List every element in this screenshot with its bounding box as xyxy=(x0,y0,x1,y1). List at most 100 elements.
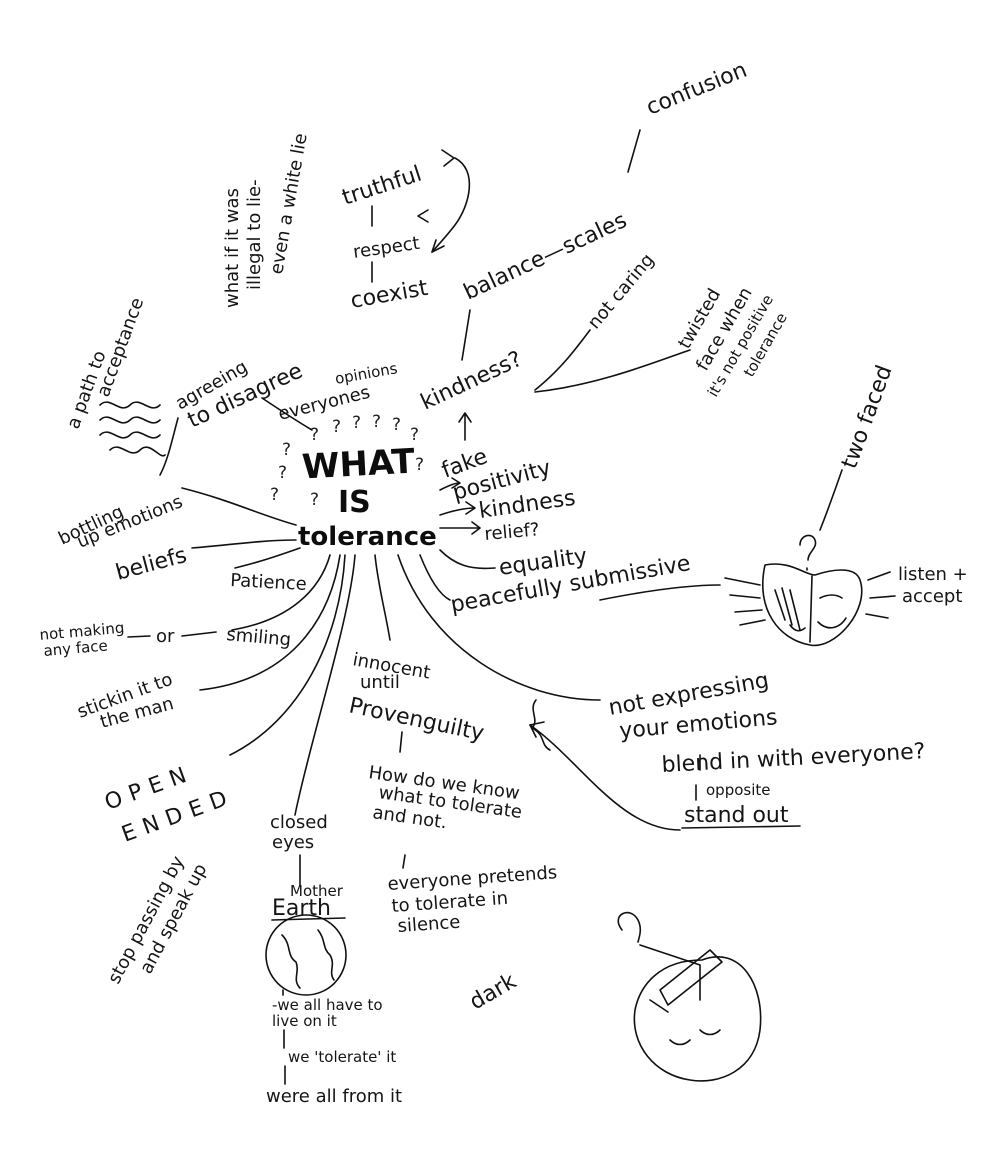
node-opposite: opposite xyxy=(706,781,771,799)
question-mark-icon xyxy=(799,534,817,571)
question-marks: ? ? ? ? ? ? ? ? ? ? ? xyxy=(270,412,424,510)
question-mark: ? xyxy=(392,415,401,435)
node-illegal-lie-3: even a white lie xyxy=(266,132,311,276)
center-title-is: IS xyxy=(338,485,371,520)
mask-eye-right xyxy=(819,594,843,599)
node-dark: dark xyxy=(466,969,521,1015)
arrowhead-coexist xyxy=(431,239,445,253)
question-mark: ? xyxy=(372,412,381,432)
line-bottling xyxy=(181,487,297,526)
line-pretends xyxy=(402,854,406,869)
earth-icon xyxy=(265,914,347,996)
line-open-ended xyxy=(229,554,346,756)
node-relief: relief? xyxy=(484,519,541,545)
mind-map-nodes: confusion truthful respect coexist what … xyxy=(39,58,968,1107)
node-not-caring: not caring xyxy=(584,250,659,333)
hanger-clip xyxy=(649,999,669,1013)
connector-lines xyxy=(99,129,843,1085)
node-balance-scales: balance—scales xyxy=(460,208,631,305)
dashes-or xyxy=(127,631,217,638)
line-equality xyxy=(439,549,496,570)
mask-rays-right xyxy=(865,571,896,619)
arrow-truthful-coexist xyxy=(431,157,471,253)
line-beliefs xyxy=(191,539,297,549)
line-how-do xyxy=(399,731,403,753)
line-submissive xyxy=(419,554,451,601)
mask-icon xyxy=(762,563,863,647)
node-stand-out: stand out xyxy=(684,803,789,828)
arrowhead-respect xyxy=(417,209,429,223)
arrowhead-stand-out xyxy=(529,721,545,738)
question-mark: ? xyxy=(270,485,279,505)
question-mark: ? xyxy=(410,425,419,445)
earth-continent-2 xyxy=(317,929,335,981)
underline-stand-out xyxy=(681,825,801,829)
line-two-faced xyxy=(819,469,843,531)
node-beliefs: beliefs xyxy=(113,543,189,586)
mask-frown xyxy=(789,624,806,632)
line-innocent xyxy=(374,554,391,641)
node-smiling: smiling xyxy=(226,624,292,651)
node-mother: Mother xyxy=(290,882,344,900)
node-illegal-lie-1: what if it was xyxy=(222,188,243,308)
wave-1 xyxy=(99,401,161,409)
node-closed-eyes-1: closed xyxy=(270,812,328,833)
face-eye-left xyxy=(669,1039,691,1046)
mask-rays-left xyxy=(724,577,766,626)
node-we-tolerate: we 'tolerate' it xyxy=(288,1048,396,1066)
node-closed-eyes-2: eyes xyxy=(272,832,314,853)
central-topic: WHAT IS tolerance xyxy=(298,442,437,552)
arrow-kindness xyxy=(439,501,476,516)
arrow-relief xyxy=(439,521,481,535)
node-patience: Patience xyxy=(230,570,308,595)
hanger-bar xyxy=(639,944,701,1001)
question-mark: ? xyxy=(415,455,424,475)
question-mark: ? xyxy=(278,463,287,483)
question-mark: ? xyxy=(310,425,319,445)
arrowhead-truthful xyxy=(441,149,455,167)
arrow-positivity xyxy=(439,477,461,491)
node-listen-2: accept xyxy=(902,586,962,607)
two-faced-mask-drawing xyxy=(724,534,896,647)
hanger-strap xyxy=(659,949,723,1006)
node-or: or xyxy=(156,626,175,647)
node-kindness-q: kindness? xyxy=(417,347,526,416)
question-mark: ? xyxy=(310,490,319,510)
line-agreeing xyxy=(159,417,179,476)
hanger-hook-icon xyxy=(617,911,642,943)
node-path-acceptance-2: acceptance xyxy=(93,295,148,400)
line-opinions xyxy=(261,397,313,431)
line-smiling xyxy=(231,554,331,631)
node-live-on-1: -we all have to xyxy=(272,996,383,1014)
node-coexist: coexist xyxy=(349,276,430,314)
node-confusion: confusion xyxy=(643,58,751,121)
mask-divider xyxy=(809,575,813,643)
line-patience xyxy=(234,547,301,569)
node-innocent-3: Provenguilty xyxy=(347,693,486,746)
mask-hatching xyxy=(774,587,801,631)
wave-2 xyxy=(99,416,161,424)
underline-earth xyxy=(271,917,346,921)
node-respect: respect xyxy=(352,233,421,263)
face-eye-right xyxy=(699,1029,721,1036)
line-not-expressing xyxy=(397,554,601,701)
node-two-faced: two faced xyxy=(837,362,897,472)
arrow-stand-out xyxy=(529,724,681,831)
center-title-tolerance: tolerance xyxy=(298,522,437,552)
mask-smile xyxy=(817,617,847,629)
line-closed-eyes xyxy=(294,554,356,816)
earth-continent-1 xyxy=(281,934,301,989)
line-mask-left xyxy=(599,584,721,601)
node-truthful: truthful xyxy=(339,162,425,211)
node-blend-in: blend in with everyone? xyxy=(661,739,926,778)
line-confusion xyxy=(627,129,641,173)
node-listen-1: listen + xyxy=(898,564,968,585)
center-title-what: WHAT xyxy=(301,442,417,488)
wave-3 xyxy=(99,431,161,439)
line-not-caring xyxy=(534,329,591,391)
node-innocent-2: until xyxy=(360,672,400,693)
question-mark: ? xyxy=(282,440,291,460)
line-twisted xyxy=(534,349,691,393)
question-mark: ? xyxy=(332,417,341,437)
